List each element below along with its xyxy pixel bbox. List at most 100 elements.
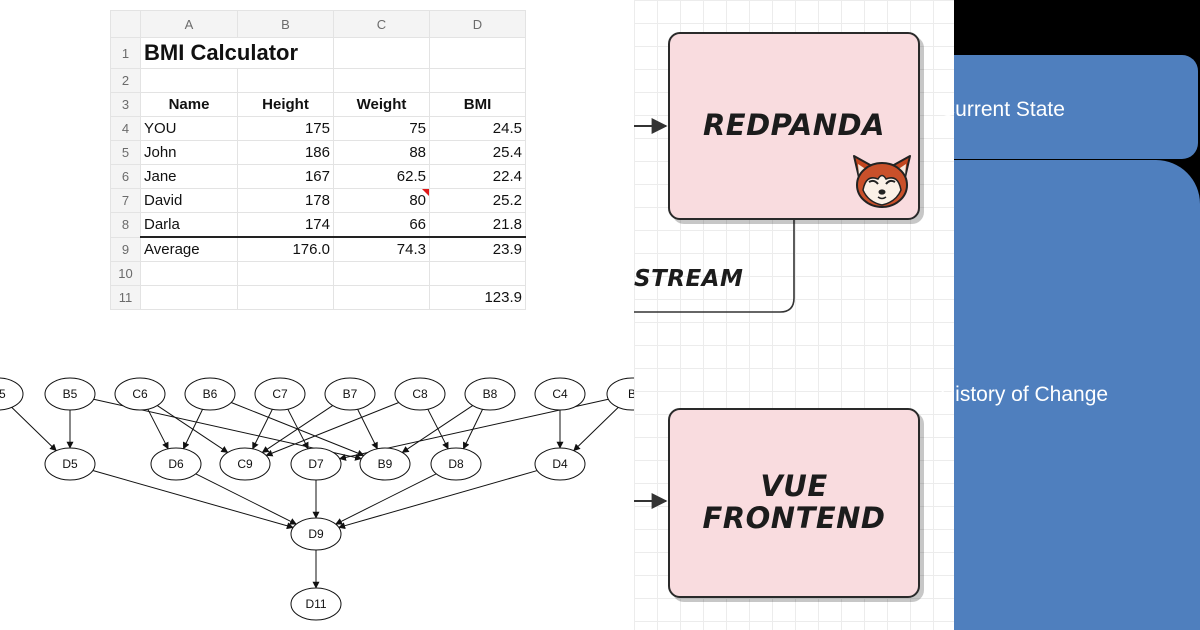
- cell[interactable]: [429, 37, 526, 69]
- graph-node-c8[interactable]: C8: [394, 377, 446, 411]
- average-bmi-cell[interactable]: 23.9: [429, 236, 526, 262]
- average-weight-cell[interactable]: 74.3: [333, 236, 430, 262]
- row-number[interactable]: 5: [110, 140, 141, 165]
- graph-node-c7[interactable]: C7: [254, 377, 306, 411]
- graph-node-b8[interactable]: B8: [464, 377, 516, 411]
- header-cell-name[interactable]: Name: [140, 92, 238, 117]
- name-cell[interactable]: YOU: [140, 116, 238, 141]
- graph-node-d5[interactable]: D5: [44, 447, 96, 481]
- vue-frontend-node[interactable]: VUE FRONTEND: [668, 408, 920, 598]
- column-header-a[interactable]: A: [140, 10, 238, 38]
- graph-node-c6[interactable]: C6: [114, 377, 166, 411]
- graph-node-b[interactable]: B: [606, 377, 634, 411]
- header-cell-weight[interactable]: Weight: [333, 92, 430, 117]
- row-number[interactable]: 11: [110, 285, 141, 310]
- cell[interactable]: [237, 261, 334, 286]
- graph-node-shape: [254, 377, 306, 411]
- row-number[interactable]: 3: [110, 92, 141, 117]
- graph-node-d8[interactable]: D8: [430, 447, 482, 481]
- graph-node-shape: [114, 377, 166, 411]
- row-number[interactable]: 7: [110, 188, 141, 213]
- height-cell[interactable]: 175: [237, 116, 334, 141]
- bmi-spreadsheet: A B C D 1 BMI Calculator 2 3 Name Height…: [110, 10, 526, 314]
- bmi-cell[interactable]: 21.8: [429, 212, 526, 238]
- cell[interactable]: [237, 285, 334, 310]
- graph-node-label: D9: [308, 527, 324, 541]
- name-cell[interactable]: Darla: [140, 212, 238, 238]
- weight-cell[interactable]: 75: [333, 116, 430, 141]
- header-cell-bmi[interactable]: BMI: [429, 92, 526, 117]
- graph-node-b6[interactable]: B6: [184, 377, 236, 411]
- cell[interactable]: [237, 68, 334, 93]
- row-number[interactable]: 4: [110, 116, 141, 141]
- cell[interactable]: [429, 261, 526, 286]
- cell[interactable]: [333, 261, 430, 286]
- cell[interactable]: [429, 68, 526, 93]
- graph-edge-c7-c9: [252, 409, 273, 450]
- cell[interactable]: [140, 68, 238, 93]
- weight-cell[interactable]: 62.5: [333, 164, 430, 189]
- graph-node-c9[interactable]: C9: [219, 447, 271, 481]
- graph-node-b9[interactable]: B9: [359, 447, 411, 481]
- cell[interactable]: [333, 68, 430, 93]
- graph-node-shape: [290, 587, 342, 621]
- graph-node-shape: [324, 377, 376, 411]
- graph-node-label: C7: [272, 387, 288, 401]
- bmi-cell[interactable]: 25.2: [429, 188, 526, 213]
- graph-node-label: C5: [0, 387, 6, 401]
- graph-node-shape: [150, 447, 202, 481]
- cell[interactable]: [140, 285, 238, 310]
- cell[interactable]: [333, 37, 430, 69]
- name-cell[interactable]: Jane: [140, 164, 238, 189]
- header-cell-height[interactable]: Height: [237, 92, 334, 117]
- height-cell[interactable]: 167: [237, 164, 334, 189]
- weight-cell-with-comment[interactable]: 80: [333, 188, 430, 213]
- bmi-cell[interactable]: 22.4: [429, 164, 526, 189]
- row-number[interactable]: 10: [110, 261, 141, 286]
- graph-edge-b7-c9: [261, 405, 333, 453]
- graph-node-shape: [290, 447, 342, 481]
- select-all-corner[interactable]: [110, 10, 141, 38]
- graph-node-d6[interactable]: D6: [150, 447, 202, 481]
- bmi-cell[interactable]: 25.4: [429, 140, 526, 165]
- average-label-cell[interactable]: Average: [140, 236, 238, 262]
- height-cell[interactable]: 186: [237, 140, 334, 165]
- row-number[interactable]: 9: [110, 236, 141, 262]
- column-header-b[interactable]: B: [237, 10, 334, 38]
- name-cell[interactable]: John: [140, 140, 238, 165]
- row-number[interactable]: 2: [110, 68, 141, 93]
- weight-cell[interactable]: 66: [333, 212, 430, 238]
- column-header-c[interactable]: C: [333, 10, 430, 38]
- graph-node-b5[interactable]: B5: [44, 377, 96, 411]
- total-cell[interactable]: 123.9: [429, 285, 526, 310]
- graph-node-shape: [359, 447, 411, 481]
- weight-cell[interactable]: 88: [333, 140, 430, 165]
- row-number[interactable]: 6: [110, 164, 141, 189]
- graph-node-d11[interactable]: D11: [290, 587, 342, 621]
- graph-node-b7[interactable]: B7: [324, 377, 376, 411]
- cell[interactable]: [333, 285, 430, 310]
- comment-indicator-icon[interactable]: [422, 189, 429, 196]
- row-number[interactable]: 8: [110, 212, 141, 238]
- sheet-title-cell[interactable]: BMI Calculator: [140, 37, 334, 69]
- height-cell[interactable]: 174: [237, 212, 334, 238]
- bmi-cell[interactable]: 24.5: [429, 116, 526, 141]
- graph-edge-d4-d9: [338, 470, 538, 530]
- graph-node-shape: [464, 377, 516, 411]
- average-height-cell[interactable]: 176.0: [237, 236, 334, 262]
- graph-node-d9[interactable]: D9: [290, 517, 342, 551]
- name-cell[interactable]: David: [140, 188, 238, 213]
- graph-edge-d5-d9: [92, 470, 294, 530]
- row-number[interactable]: 1: [110, 37, 141, 69]
- height-cell[interactable]: 178: [237, 188, 334, 213]
- graph-node-d7[interactable]: D7: [290, 447, 342, 481]
- graph-node-c4[interactable]: C4: [534, 377, 586, 411]
- graph-node-label: D7: [308, 457, 324, 471]
- column-header-d[interactable]: D: [429, 10, 526, 38]
- graph-node-shape: [219, 447, 271, 481]
- graph-node-c5[interactable]: C5: [0, 377, 24, 411]
- cell[interactable]: [140, 261, 238, 286]
- redpanda-node[interactable]: REDPANDA: [668, 32, 920, 220]
- graph-node-d4[interactable]: D4: [534, 447, 586, 481]
